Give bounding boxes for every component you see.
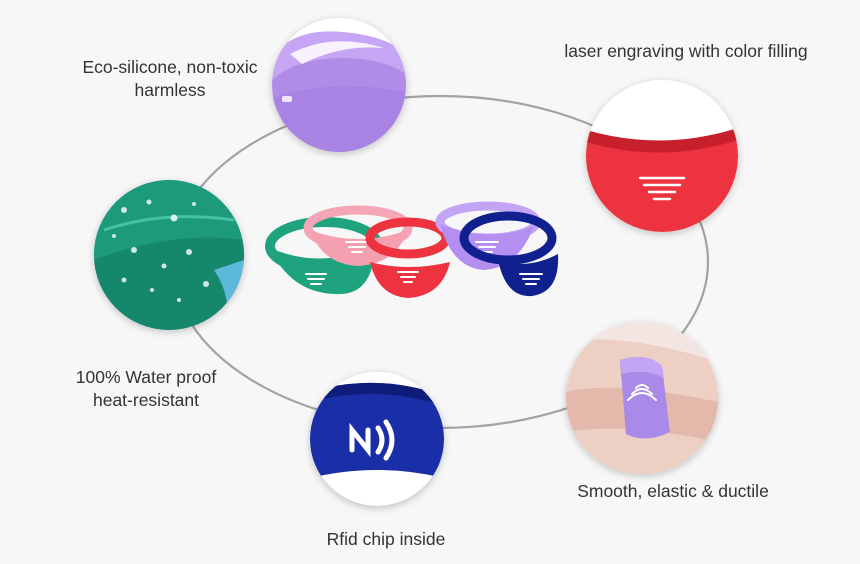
engraving-feature-line1: laser engraving with color filling bbox=[564, 41, 808, 61]
purple-band-closeup-icon bbox=[272, 18, 406, 152]
blue-band-nfc-symbol-icon bbox=[310, 372, 444, 506]
silicone-feature-label: Eco-silicone, non-toxic harmless bbox=[50, 56, 290, 102]
red-band-engraved-symbol-icon bbox=[586, 80, 738, 232]
green-band-water-drops-icon bbox=[94, 180, 244, 330]
chip-feature-label: Rfid chip inside bbox=[296, 528, 476, 551]
chip-feature-line1: Rfid chip inside bbox=[326, 529, 446, 549]
silicone-feature-line2: harmless bbox=[134, 80, 206, 100]
silicone-feature-line1: Eco-silicone, non-toxic bbox=[82, 57, 258, 77]
waterproof-feature-line1: 100% Water proof bbox=[75, 367, 217, 387]
elastic-feature-line1: Smooth, elastic & ductile bbox=[577, 481, 769, 501]
waterproof-feature-label: 100% Water proof heat-resistant bbox=[46, 366, 246, 412]
elastic-feature-label: Smooth, elastic & ductile bbox=[548, 480, 798, 503]
engraving-feature-label: laser engraving with color filling bbox=[536, 40, 836, 63]
wristband-cluster bbox=[265, 201, 559, 298]
waterproof-feature-line2: heat-resistant bbox=[92, 390, 200, 410]
purple-band-on-wrist-icon bbox=[566, 322, 718, 474]
